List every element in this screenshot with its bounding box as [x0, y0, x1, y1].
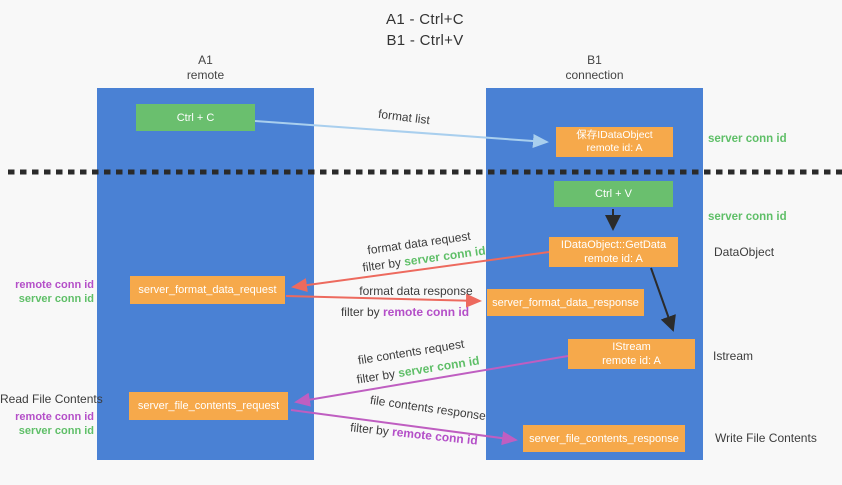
right-server-conn-id-1: server conn id — [708, 133, 787, 145]
ctrl-v-label: Ctrl + V — [595, 188, 632, 200]
remote-conn-id-inline-2: remote conn id — [391, 424, 479, 448]
server-format-data-response-label: server_format_data_response — [492, 296, 639, 309]
filter-by-prefix-2: filter by — [340, 305, 380, 319]
title-line-1: A1 - Ctrl+C — [386, 11, 464, 28]
left-remote-conn-id-2: remote conn id — [15, 411, 94, 423]
left-server-conn-id-1: server conn id — [18, 293, 94, 305]
lane-a1-subtitle: remote — [186, 68, 225, 82]
filter-by-prefix-3: filter by — [355, 366, 397, 387]
server-file-contents-response-label: server_file_contents_response — [529, 432, 679, 445]
lane-header-a1: A1 remote — [97, 53, 314, 83]
label-write-file-contents: Write File Contents — [715, 431, 817, 445]
getdata-line2: remote id: A — [584, 253, 643, 265]
title-line-2: B1 - Ctrl+V — [386, 32, 464, 49]
lane-b1-subtitle: connection — [565, 68, 624, 82]
lane-header-b1: B1 connection — [486, 53, 703, 83]
remote-conn-id-inline-1: remote conn id — [383, 305, 470, 319]
left-server-conn-id-2: server conn id — [18, 425, 94, 437]
save-idataobject-line1: 保存IDataObject — [576, 129, 653, 141]
node-istream: IStream remote id: A — [568, 339, 695, 369]
getdata-line1: IDataObject::GetData — [560, 239, 667, 251]
label-format-list: format list — [377, 106, 431, 128]
node-server-format-data-response: server_format_data_response — [487, 289, 644, 316]
left-conn-id-pair-1: remote conn id server conn id — [0, 278, 94, 306]
ctrl-c-label: Ctrl + C — [176, 111, 215, 124]
right-server-conn-id-2: server conn id — [708, 211, 787, 223]
label-filter-by-remote-conn-id-2: filter by remote conn id — [350, 420, 479, 447]
lane-a1-title: A1 — [198, 53, 213, 67]
filter-by-prefix-4: filter by — [349, 420, 390, 439]
label-file-contents-response: file contents response — [369, 392, 487, 424]
label-format-data-response: format data response — [359, 284, 473, 298]
lane-b1-title: B1 — [587, 53, 602, 67]
server-file-contents-request-label: server_file_contents_request — [137, 400, 280, 412]
left-remote-conn-id-1: remote conn id — [15, 279, 94, 291]
node-save-idataobject: 保存IDataObject remote id: A — [556, 127, 673, 157]
node-idataobject-getdata: IDataObject::GetData remote id: A — [549, 237, 678, 267]
istream-line2: remote id: A — [602, 355, 661, 367]
node-ctrl-v: Ctrl + V — [554, 181, 673, 207]
label-dataobject: DataObject — [714, 245, 775, 259]
save-idataobject-line2: remote id: A — [586, 142, 643, 154]
left-conn-id-pair-2: remote conn id server conn id — [0, 410, 94, 438]
node-server-file-contents-request: server_file_contents_request — [129, 392, 288, 420]
node-ctrl-c: Ctrl + C — [136, 104, 255, 131]
node-server-format-data-request: server_format_data_request — [130, 276, 285, 304]
server-format-data-request-label: server_format_data_request — [138, 284, 277, 296]
istream-line1: IStream — [612, 341, 651, 353]
filter-by-prefix-1: filter by — [361, 255, 402, 275]
label-istream: Istream — [713, 349, 754, 363]
label-read-file-contents: Read File Contents — [0, 392, 103, 406]
diagram-title: A1 - Ctrl+C B1 - Ctrl+V — [320, 9, 530, 51]
node-server-file-contents-response: server_file_contents_response — [523, 425, 685, 452]
label-filter-by-remote-conn-id-1: filter by remote conn id — [341, 305, 469, 319]
